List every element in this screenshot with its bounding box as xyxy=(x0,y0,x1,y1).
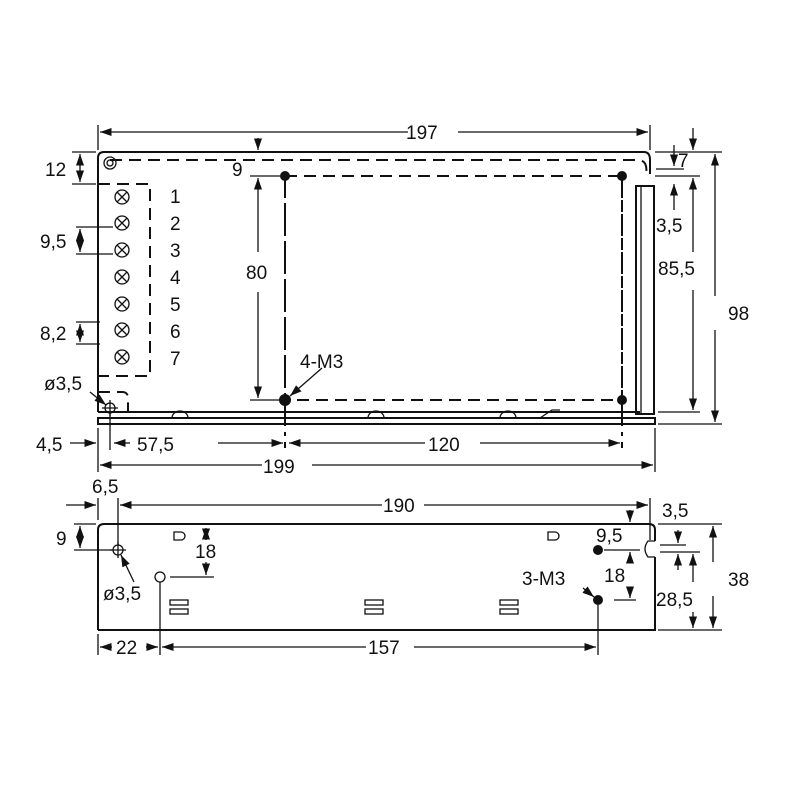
dim-120: 120 xyxy=(428,435,460,456)
cover-outline xyxy=(110,159,648,175)
side-dimension-lines xyxy=(66,498,722,655)
terminal-label: 1 xyxy=(170,187,181,208)
dim-4-5: 4,5 xyxy=(36,435,62,456)
label-3-m3: 3-M3 xyxy=(522,569,565,590)
standoffs xyxy=(171,409,560,419)
m3-hole xyxy=(593,545,603,555)
screw-icon xyxy=(103,156,117,170)
pcb-outline xyxy=(284,175,623,401)
dim-57-5: 57,5 xyxy=(137,435,174,456)
terminal-label: 2 xyxy=(170,214,181,235)
dim-38: 38 xyxy=(728,570,749,591)
label-hole-dia: ø3,5 xyxy=(44,374,82,395)
label-hole-dia-side: ø3,5 xyxy=(103,584,141,605)
side-rail xyxy=(635,185,655,415)
terminal-label: 6 xyxy=(170,322,181,343)
side-view-features xyxy=(110,531,560,615)
dim-18-right: 18 xyxy=(604,566,625,587)
dim-22: 22 xyxy=(116,638,137,659)
terminal-label: 5 xyxy=(170,295,181,316)
side-view: 190 6,5 9 18 ø3,5 22 157 3-M3 9,5 18 3,5… xyxy=(56,477,749,659)
terminal-block xyxy=(97,183,151,377)
dim-157: 157 xyxy=(368,638,400,659)
top-dimension-lines xyxy=(70,125,722,472)
dim-9-5-side: 9,5 xyxy=(596,526,622,547)
label-4-m3: 4-M3 xyxy=(300,352,343,373)
dim-98: 98 xyxy=(728,304,749,325)
dim-7: 7 xyxy=(678,151,689,172)
terminal-screws xyxy=(114,189,130,365)
dim-9: 9 xyxy=(232,160,243,181)
top-view-outline xyxy=(97,151,651,413)
mount-hole-markers xyxy=(279,171,627,406)
dim-197: 197 xyxy=(406,123,438,144)
base-plate xyxy=(97,417,656,425)
terminal-label: 7 xyxy=(170,349,181,370)
top-view: 1 2 3 4 5 6 7 xyxy=(36,123,749,478)
m3-hole xyxy=(593,595,603,605)
dim-199: 199 xyxy=(263,457,295,478)
terminal-label: 4 xyxy=(170,268,181,289)
dim-3-5: 3,5 xyxy=(656,216,682,237)
dim-9-side: 9 xyxy=(56,529,67,550)
dim-28-5: 28,5 xyxy=(656,590,693,611)
dim-190: 190 xyxy=(383,496,415,517)
dim-85-5: 85,5 xyxy=(658,259,695,280)
dim-6-5: 6,5 xyxy=(92,477,118,498)
dim-3-5-side: 3,5 xyxy=(662,501,688,522)
terminal-label: 3 xyxy=(170,241,181,262)
side-view-outline xyxy=(97,523,656,631)
dim-9-5: 9,5 xyxy=(40,232,66,253)
dim-18-left: 18 xyxy=(195,542,216,563)
dim-8-2: 8,2 xyxy=(40,324,66,345)
dim-12: 12 xyxy=(45,160,66,181)
dim-80: 80 xyxy=(246,263,267,284)
